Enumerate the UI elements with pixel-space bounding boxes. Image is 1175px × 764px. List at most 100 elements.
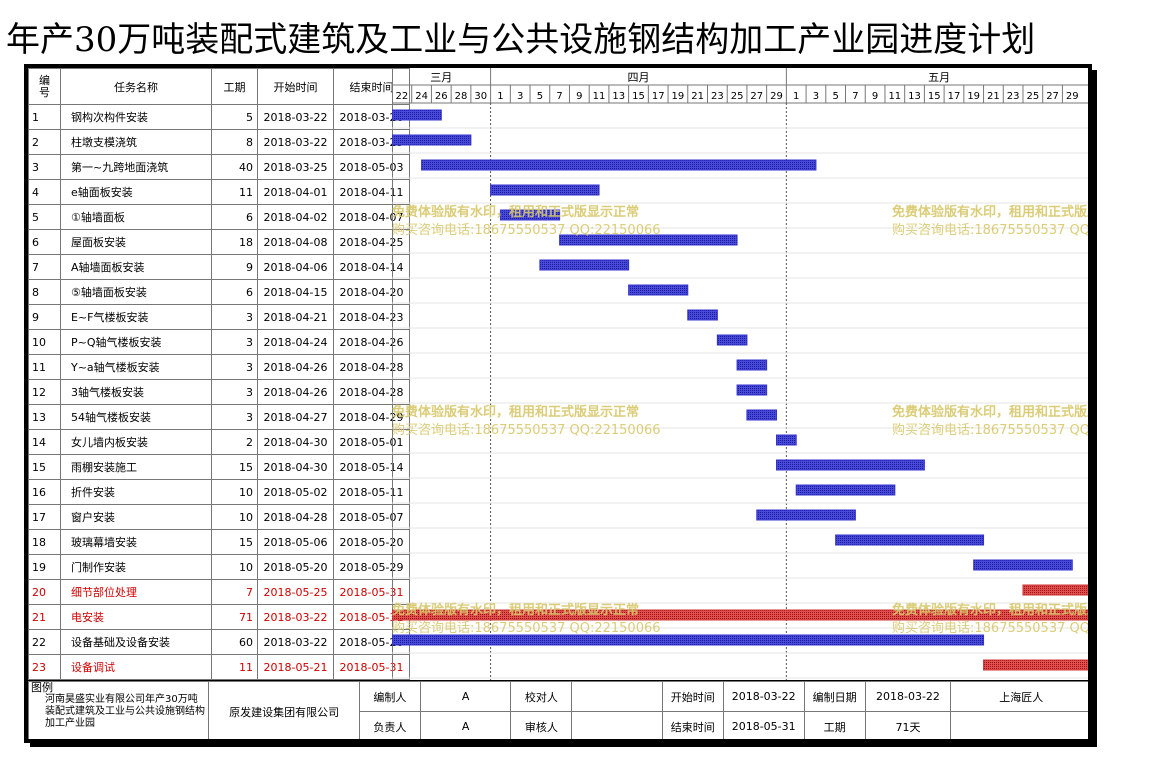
task-end: 2018-05-14	[333, 454, 410, 480]
timeline-month-label: 五月	[928, 71, 950, 84]
timeline-day-label: 1	[793, 91, 799, 102]
task-duration: 10	[211, 504, 258, 530]
timeline-day-label: 22	[395, 91, 408, 102]
gantt-bar	[687, 309, 718, 321]
timeline-day-label: 19	[967, 91, 980, 102]
task-duration: 15	[211, 454, 258, 480]
task-name: 玻璃幕墙安装	[60, 529, 212, 555]
task-start: 2018-04-21	[257, 304, 334, 330]
task-id: 16	[28, 479, 61, 505]
gantt-bar	[756, 509, 856, 521]
task-start: 2018-03-22	[257, 104, 334, 130]
task-start: 2018-04-24	[257, 329, 334, 355]
gantt-bar	[392, 134, 472, 146]
task-start: 2018-05-06	[257, 529, 334, 555]
task-id: 4	[28, 179, 61, 205]
task-start: 2018-04-06	[257, 254, 334, 280]
task-id: 14	[28, 429, 61, 455]
task-id: 1	[28, 104, 61, 130]
frame-shadow-right	[1092, 70, 1097, 747]
compiler-label: 编制人	[359, 681, 421, 712]
task-id: 21	[28, 604, 61, 630]
task-end: 2018-05-31	[333, 654, 410, 680]
task-name: 柱墩支模浇筑	[60, 129, 212, 155]
header-id: 编号	[28, 68, 61, 105]
task-end: 2018-05-29	[333, 554, 410, 580]
task-start: 2018-04-30	[257, 429, 334, 455]
timeline-day-label: 11	[593, 91, 606, 102]
header-start: 开始时间	[257, 68, 334, 105]
task-name: e轴面板安装	[60, 179, 212, 205]
task-start: 2018-05-25	[257, 579, 334, 605]
task-id: 6	[28, 229, 61, 255]
task-id: 13	[28, 404, 61, 430]
task-start: 2018-04-01	[257, 179, 334, 205]
task-id: 18	[28, 529, 61, 555]
task-start: 2018-04-26	[257, 354, 334, 380]
task-start: 2018-05-21	[257, 654, 334, 680]
task-start: 2018-04-26	[257, 379, 334, 405]
timeline-day-label: 23	[1007, 91, 1020, 102]
task-end: 2018-04-25	[333, 229, 410, 255]
timeline-day-label: 25	[731, 91, 744, 102]
timeline-day-label: 30	[474, 91, 487, 102]
task-name: 屋面板安装	[60, 229, 212, 255]
task-duration: 3	[211, 354, 258, 380]
timeline-day-label: 1	[497, 91, 503, 102]
reviewer-label: 审核人	[510, 711, 573, 739]
task-name: ⑤轴墙面板安装	[60, 279, 212, 305]
task-duration: 18	[211, 229, 258, 255]
task-start: 2018-03-22	[257, 604, 334, 630]
task-start: 2018-03-22	[257, 129, 334, 155]
end-value: 2018-05-31	[722, 711, 805, 739]
task-duration: 40	[211, 154, 258, 180]
task-id: 23	[28, 654, 61, 680]
task-name: 设备调试	[60, 654, 212, 680]
task-duration: 3	[211, 304, 258, 330]
gantt-bar	[1022, 584, 1088, 596]
start-label: 开始时间	[661, 681, 724, 712]
gantt-bar	[421, 159, 817, 171]
task-name: ①轴墙面板	[60, 204, 212, 230]
task-end: 2018-04-14	[333, 254, 410, 280]
task-duration: 10	[211, 479, 258, 505]
task-start: 2018-04-27	[257, 404, 334, 430]
task-end: 2018-04-29	[333, 404, 410, 430]
timeline-day-label: 15	[928, 91, 941, 102]
timeline-day-label: 3	[517, 91, 523, 102]
gantt-bar	[746, 409, 778, 421]
header-end: 结束时间	[333, 68, 410, 105]
task-name: P~Q轴气楼板安装	[60, 329, 212, 355]
reviewer-value	[571, 711, 663, 739]
task-start: 2018-04-08	[257, 229, 334, 255]
task-name: 门制作安装	[60, 554, 212, 580]
task-name: Y~a轴气楼板安装	[60, 354, 212, 380]
task-end: 2018-04-20	[333, 279, 410, 305]
timeline-day-label: 9	[576, 91, 582, 102]
